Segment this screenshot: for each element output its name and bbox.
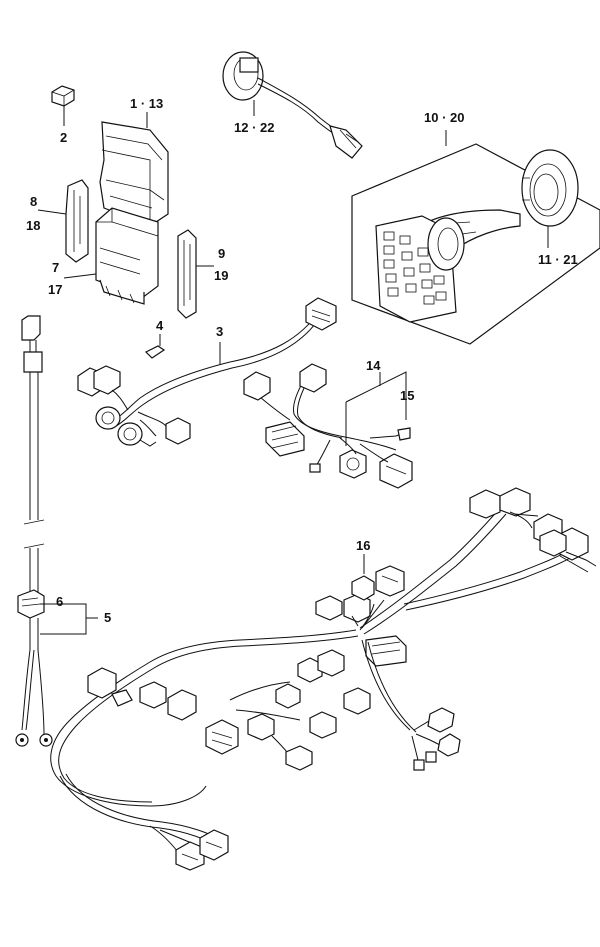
label-12-22: 12 · 22 bbox=[234, 120, 274, 135]
label-2: 2 bbox=[60, 130, 67, 145]
label-11-21: 11 · 21 bbox=[538, 252, 578, 267]
label-17: 17 bbox=[48, 282, 62, 297]
label-8: 8 bbox=[30, 194, 37, 209]
panel-switches bbox=[383, 231, 447, 305]
label-6: 6 bbox=[56, 594, 63, 609]
label-1-13: 1 · 13 bbox=[130, 96, 163, 111]
label-5: 5 bbox=[104, 610, 111, 625]
part-4-screw bbox=[144, 334, 166, 359]
label-10-20: 10 · 20 bbox=[424, 110, 464, 125]
label-7: 7 bbox=[52, 260, 59, 275]
label-3: 3 bbox=[216, 324, 223, 339]
part-9-19-bracket bbox=[177, 229, 214, 319]
part-5-cable bbox=[15, 315, 98, 747]
label-14: 14 bbox=[366, 358, 381, 373]
label-15: 15 bbox=[400, 388, 414, 403]
label-16: 16 bbox=[356, 538, 370, 553]
label-18: 18 bbox=[26, 218, 40, 233]
part-2-clip bbox=[51, 85, 75, 126]
part-7-17-module bbox=[63, 207, 159, 305]
part-14-harness bbox=[243, 363, 413, 489]
label-19: 19 bbox=[214, 268, 228, 283]
part-12-22-switch bbox=[222, 51, 363, 159]
part-10-20-panel-box bbox=[351, 130, 600, 345]
label-4: 4 bbox=[156, 318, 164, 333]
callout-labels: 2 1 · 13 8 18 7 17 9 19 12 · 22 10 · 20 … bbox=[26, 96, 578, 625]
label-9: 9 bbox=[218, 246, 225, 261]
part-3-harness bbox=[77, 297, 337, 447]
part-16-main-harness bbox=[50, 487, 597, 871]
part-8-18-bracket bbox=[37, 179, 89, 263]
